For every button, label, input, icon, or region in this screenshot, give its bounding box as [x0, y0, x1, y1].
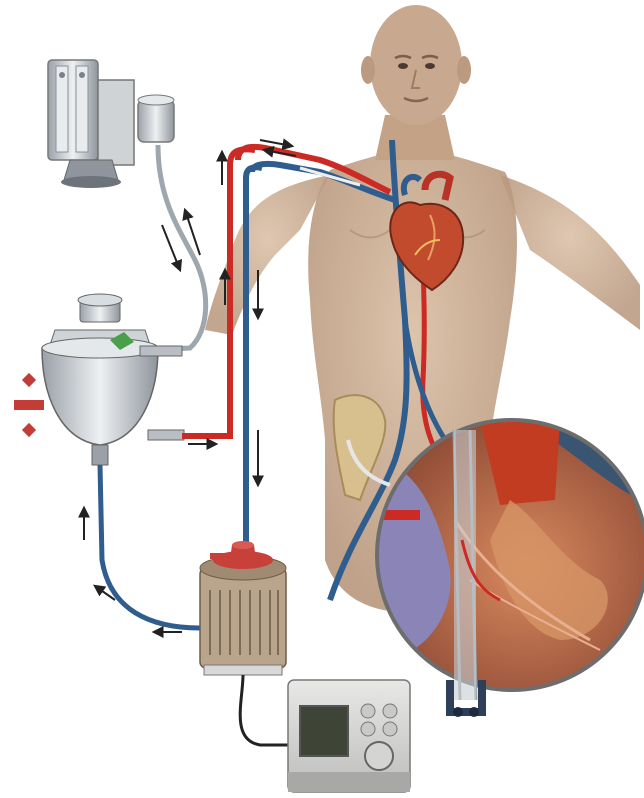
pump-to-oxygenator-line [100, 465, 200, 628]
pump-head-icon [200, 541, 286, 675]
patient-right-arm [500, 175, 640, 330]
magnifier-inset-icon [375, 420, 644, 717]
console-button[interactable] [383, 722, 397, 736]
console-knob[interactable] [365, 742, 393, 770]
console-button[interactable] [361, 704, 375, 718]
console-button[interactable] [383, 704, 397, 718]
gas-flow-meter-icon [48, 60, 174, 188]
console-screen [300, 706, 348, 756]
console-button[interactable] [361, 722, 375, 736]
console-icon [288, 680, 410, 792]
patient-head [370, 5, 462, 125]
oxygenator-icon [14, 294, 184, 465]
